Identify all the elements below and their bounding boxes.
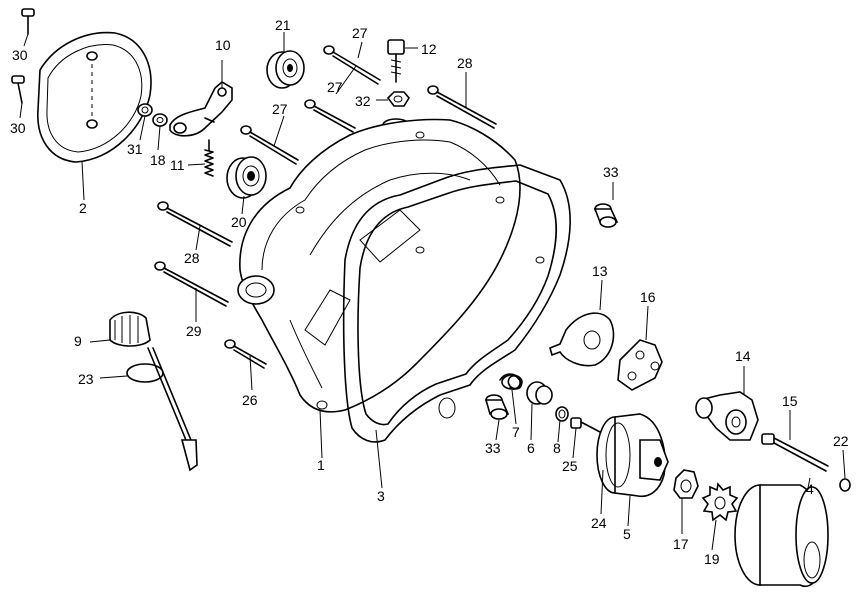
dipstick bbox=[147, 347, 198, 472]
rotor-14 bbox=[695, 391, 759, 441]
sprocket-19 bbox=[701, 482, 739, 522]
label-30-lower: 30 bbox=[10, 120, 26, 136]
label-25: 25 bbox=[562, 458, 578, 474]
label-6: 6 bbox=[527, 440, 535, 456]
label-20: 20 bbox=[231, 214, 247, 230]
label-7: 7 bbox=[512, 424, 520, 440]
cap-6 bbox=[526, 381, 553, 405]
label-5: 5 bbox=[623, 526, 631, 542]
label-24: 24 bbox=[591, 515, 607, 531]
label-27-lower: 27 bbox=[272, 101, 288, 117]
label-33-right: 33 bbox=[603, 164, 619, 180]
bolt-12 bbox=[387, 39, 405, 83]
label-16: 16 bbox=[640, 289, 656, 305]
spring-7 bbox=[499, 373, 523, 390]
label-33-lower: 33 bbox=[485, 440, 501, 456]
label-27-middle: 27 bbox=[327, 79, 343, 95]
nut-32 bbox=[386, 91, 410, 107]
label-30-upper: 30 bbox=[12, 47, 28, 63]
bolt-27-top bbox=[323, 45, 381, 85]
label-31: 31 bbox=[127, 141, 143, 157]
label-19: 19 bbox=[704, 551, 720, 567]
label-11: 11 bbox=[170, 157, 185, 173]
label-9: 9 bbox=[74, 333, 82, 349]
plate-13 bbox=[549, 312, 615, 367]
bolt-28-left bbox=[157, 201, 233, 247]
screw-30-lower bbox=[11, 75, 25, 104]
label-15: 15 bbox=[782, 393, 798, 409]
bolt-15 bbox=[761, 433, 829, 472]
pump-cover-5 bbox=[639, 439, 669, 481]
bearing-20 bbox=[226, 156, 267, 199]
bearing-21 bbox=[266, 50, 305, 89]
leader-lines bbox=[19, 32, 846, 551]
label-2: 2 bbox=[79, 200, 87, 216]
label-28-left: 28 bbox=[184, 250, 200, 266]
label-22: 22 bbox=[833, 433, 849, 449]
crankcase-cover-1 bbox=[237, 118, 521, 413]
label-26: 26 bbox=[242, 392, 258, 408]
cover-plate-2 bbox=[37, 31, 152, 163]
label-21: 21 bbox=[275, 17, 291, 33]
gasket-3 bbox=[342, 164, 571, 443]
clip-8 bbox=[555, 406, 569, 422]
bolt-27-middle bbox=[304, 99, 356, 133]
dowel-33-right bbox=[593, 203, 619, 228]
dowel-33-lower bbox=[484, 394, 510, 420]
label-29: 29 bbox=[186, 323, 202, 339]
label-3: 3 bbox=[377, 488, 385, 504]
label-1: 1 bbox=[317, 457, 325, 473]
drum-4 bbox=[734, 484, 829, 587]
nut-31 bbox=[137, 103, 153, 117]
bolt-29 bbox=[154, 261, 229, 307]
label-18: 18 bbox=[150, 152, 166, 168]
screw-30-upper bbox=[21, 8, 35, 35]
label-4: 4 bbox=[806, 481, 814, 497]
label-28-top: 28 bbox=[457, 55, 473, 71]
spring-11 bbox=[204, 139, 214, 177]
part-labels: 30 30 2 31 18 10 11 20 21 12 32 27 27 27… bbox=[10, 17, 849, 567]
washer-18 bbox=[152, 113, 168, 127]
label-12: 12 bbox=[421, 41, 437, 57]
label-23: 23 bbox=[78, 371, 94, 387]
lever-arm-10 bbox=[169, 81, 233, 137]
label-8: 8 bbox=[553, 440, 561, 456]
label-32: 32 bbox=[355, 93, 371, 109]
nut-17 bbox=[673, 469, 699, 499]
label-14: 14 bbox=[735, 348, 751, 364]
bolt-26 bbox=[224, 339, 267, 369]
label-13: 13 bbox=[592, 263, 608, 279]
bracket-16 bbox=[617, 339, 663, 391]
label-27-top: 27 bbox=[352, 25, 368, 41]
washer-22 bbox=[839, 478, 851, 492]
filler-cap-9 bbox=[109, 311, 151, 347]
label-10: 10 bbox=[215, 37, 231, 53]
label-17: 17 bbox=[673, 536, 689, 552]
